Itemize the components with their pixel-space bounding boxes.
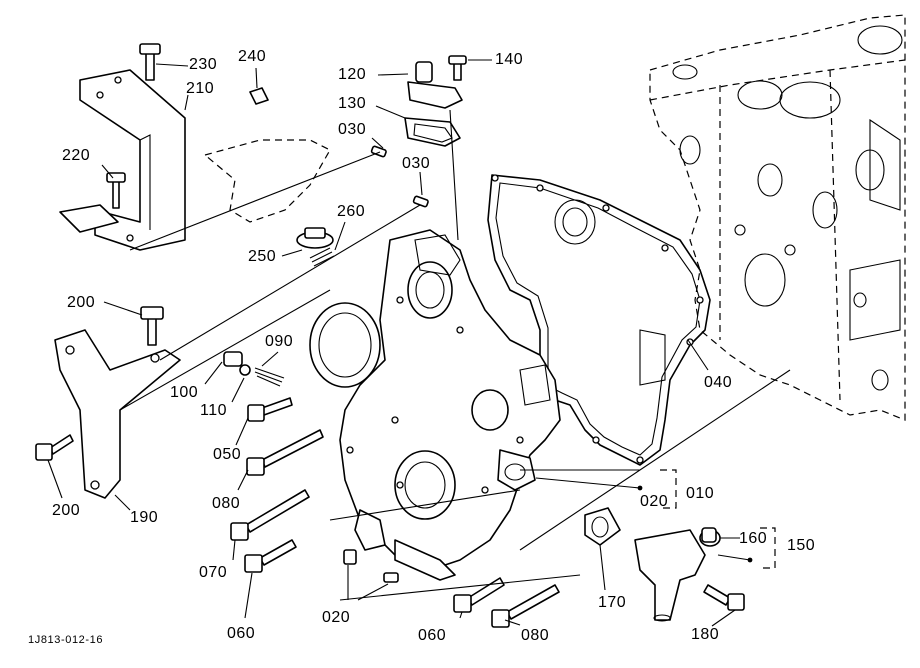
label-250: 250 bbox=[248, 248, 277, 265]
label-080-bottom: 080 bbox=[521, 627, 550, 644]
label-020-right: 020 bbox=[640, 493, 669, 510]
label-160: 160 bbox=[739, 530, 768, 547]
label-260: 260 bbox=[337, 203, 366, 220]
label-050: 050 bbox=[213, 446, 242, 463]
drawing-code: 1J813-012-16 bbox=[28, 634, 104, 646]
leader-lines bbox=[47, 59, 791, 627]
label-210: 210 bbox=[186, 80, 215, 97]
label-190: 190 bbox=[130, 509, 159, 526]
label-030-upper: 030 bbox=[338, 121, 367, 138]
bracket-210 bbox=[79, 69, 186, 251]
gasket-170 bbox=[584, 507, 621, 546]
label-080-upper: 080 bbox=[212, 495, 241, 512]
label-170: 170 bbox=[598, 594, 627, 611]
group-bracket-150 bbox=[760, 527, 776, 569]
label-180: 180 bbox=[691, 626, 720, 643]
label-240: 240 bbox=[238, 48, 267, 65]
ref-dot-150 bbox=[747, 557, 753, 563]
bracket-190 bbox=[54, 329, 181, 499]
bracket-220 bbox=[59, 204, 119, 233]
label-060-bottom: 060 bbox=[418, 627, 447, 644]
label-030-lower: 030 bbox=[402, 155, 431, 172]
label-020-bottom: 020 bbox=[322, 609, 351, 626]
label-230: 230 bbox=[189, 56, 218, 73]
small-parts bbox=[223, 87, 717, 583]
gear-case bbox=[309, 229, 561, 581]
engine-block bbox=[649, 14, 906, 421]
group-bracket-010 bbox=[660, 469, 677, 509]
label-110: 110 bbox=[200, 402, 228, 419]
label-130: 130 bbox=[338, 95, 367, 112]
label-220: 220 bbox=[62, 147, 91, 164]
water-flange-150 bbox=[634, 529, 721, 622]
label-120: 120 bbox=[338, 66, 367, 83]
label-060-left: 060 bbox=[227, 625, 256, 642]
cover-plate-120 bbox=[407, 61, 463, 109]
ref-dot-020 bbox=[637, 485, 643, 491]
label-090: 090 bbox=[265, 333, 294, 350]
label-040: 040 bbox=[704, 374, 733, 391]
label-150: 150 bbox=[787, 537, 816, 554]
label-200-lower: 200 bbox=[52, 502, 81, 519]
label-010: 010 bbox=[686, 485, 715, 502]
label-140: 140 bbox=[495, 51, 524, 68]
label-200-upper: 200 bbox=[67, 294, 96, 311]
label-070: 070 bbox=[199, 564, 228, 581]
gasket-040 bbox=[487, 174, 711, 466]
ghost-bracket bbox=[203, 139, 331, 223]
label-100: 100 bbox=[170, 384, 199, 401]
